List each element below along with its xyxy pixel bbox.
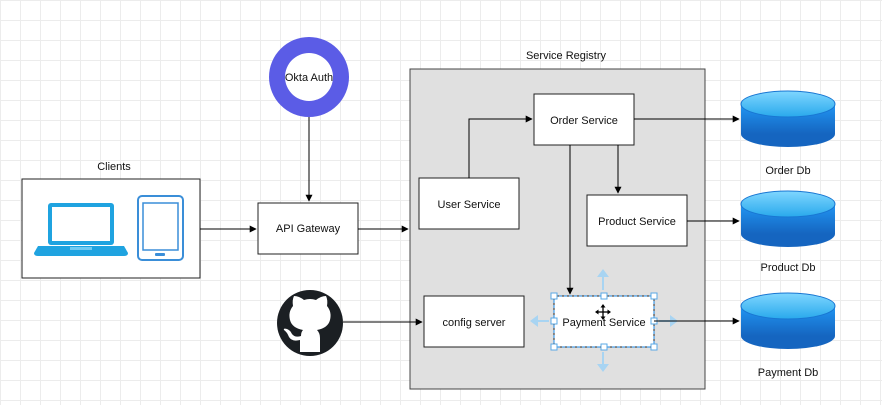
payment-db-cylinder[interactable] — [740, 292, 836, 349]
clients-label: Clients — [97, 161, 131, 173]
order-service-label: Order Service — [550, 115, 618, 127]
config-server-box[interactable] — [423, 295, 525, 348]
product-service-label: Product Service — [598, 216, 676, 228]
user-service-box[interactable] — [418, 177, 520, 230]
service-registry-label: Service Registry — [526, 50, 607, 62]
okta-auth-label: Okta Auth — [285, 72, 333, 84]
payment-service-box[interactable] — [553, 295, 655, 348]
user-service-label: User Service — [438, 199, 501, 211]
laptop-icon — [34, 203, 128, 256]
config-server-label: config server — [443, 317, 506, 329]
api-gateway-label: API Gateway — [276, 223, 341, 235]
product-db-cylinder[interactable] — [740, 190, 836, 247]
edge-user-to-order[interactable] — [468, 115, 533, 178]
order-db-label: Order Db — [765, 165, 810, 177]
payment-db-label: Payment Db — [758, 367, 819, 379]
okta-auth-node[interactable]: Okta Auth — [269, 37, 349, 117]
order-db-cylinder[interactable] — [740, 90, 836, 147]
github-icon[interactable] — [277, 290, 343, 356]
payment-service-label: Payment Service — [562, 317, 645, 329]
product-db-label: Product Db — [760, 262, 815, 274]
tablet-icon — [137, 195, 184, 261]
move-icon — [595, 304, 611, 320]
